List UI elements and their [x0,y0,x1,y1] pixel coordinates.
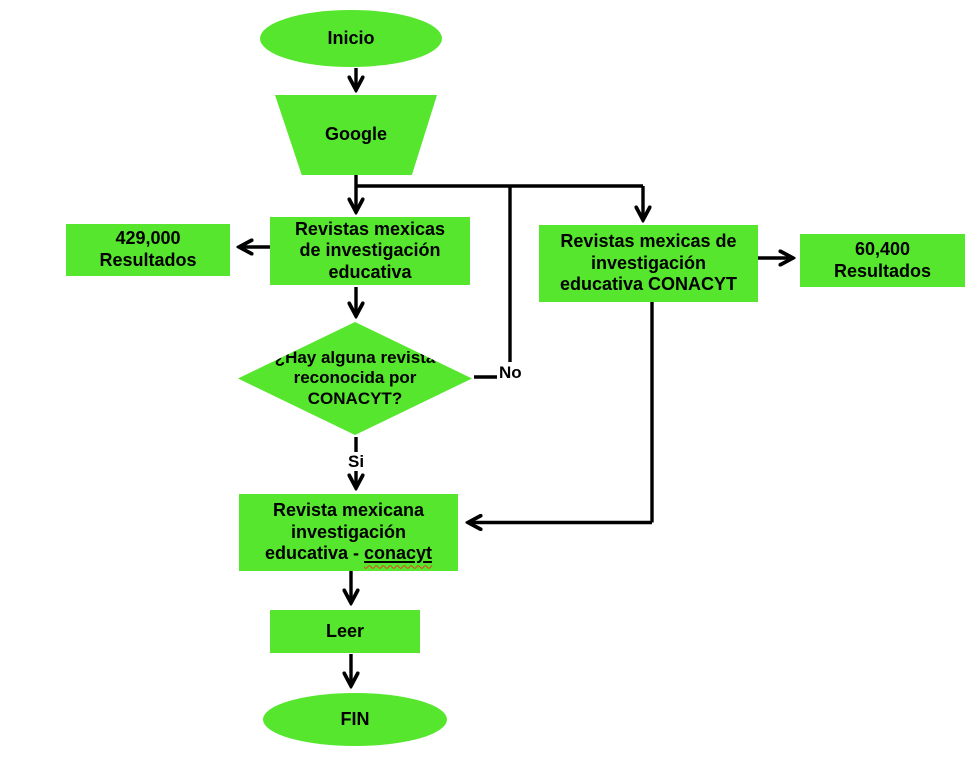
final-result-keyword-misspelled: conacyt [364,543,433,564]
final-result-line3-prefix: educativa - [264,543,364,564]
decision-question-text: ¿Hay alguna revista reconocida por CONAC… [274,347,436,408]
end-node: FIN [263,693,447,746]
final-result-node: Revista mexicana investigación educativa… [239,494,458,571]
final-result-line2: investigación [290,521,407,542]
final-result-keyword-underline: conacyt [364,543,432,563]
edge-label-si: Si [345,452,368,471]
edge-label-no: No [499,363,522,382]
final-result-line3: educativa - conacyt [265,543,432,565]
google-node: Google [275,95,437,175]
results-60400-node: 60,400 Resultados [800,234,965,287]
search-general-node: Revistas mexicas de investigación educat… [270,217,470,285]
leer-node: Leer [270,610,420,653]
final-result-line1: Revista mexicana [272,500,425,521]
start-node: Inicio [260,10,442,67]
results-429000-node: 429,000 Resultados [66,224,230,276]
search-conacyt-node: Revistas mexicas de investigación educat… [539,225,758,302]
